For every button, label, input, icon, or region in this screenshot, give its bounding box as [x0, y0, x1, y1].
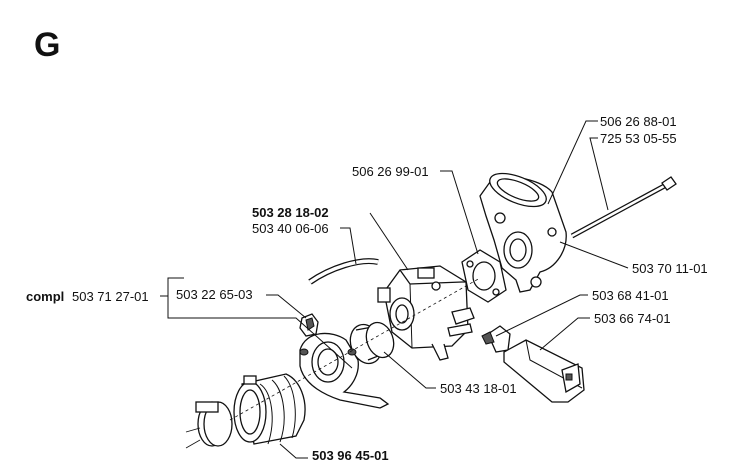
- label-506-26-88-01: 506 26 88-01: [600, 114, 677, 129]
- holder-flange-part: [299, 332, 390, 409]
- label-503-22-65-03: 503 22 65-03: [176, 287, 253, 302]
- fuel-hose-part: [308, 258, 379, 285]
- label-503-66-74-01: 503 66 74-01: [594, 311, 671, 326]
- long-screw-part: [570, 176, 677, 239]
- label-503-71-27-01: 503 71 27-01: [72, 289, 149, 304]
- label-503-68-41-01: 503 68 41-01: [592, 288, 669, 303]
- label-725-53-05-55: 725 53 05-55: [600, 131, 677, 146]
- nut-part: [299, 313, 319, 337]
- label-503-96-45-01: 503 96 45-01: [312, 448, 389, 462]
- label-503-28-18-02: 503 28 18-02: [252, 205, 329, 220]
- label-506-26-99-01: 506 26 99-01: [352, 164, 429, 179]
- intake-boot-part: [233, 373, 306, 445]
- intake-manifold-part: [479, 172, 567, 293]
- label-503-43-18-01: 503 43 18-01: [440, 381, 517, 396]
- choke-lever-part: [481, 325, 511, 353]
- gasket-part: [461, 249, 507, 303]
- label-503-70-11-01: 503 70 11-01: [632, 261, 708, 276]
- bracket-part: [503, 339, 585, 403]
- hose-clamp-part: [195, 401, 233, 447]
- section-letter: G: [34, 26, 60, 64]
- label-503-40-06-06: 503 40 06-06: [252, 221, 329, 236]
- label-compl: compl: [26, 289, 64, 304]
- carburettor-part: [377, 265, 475, 361]
